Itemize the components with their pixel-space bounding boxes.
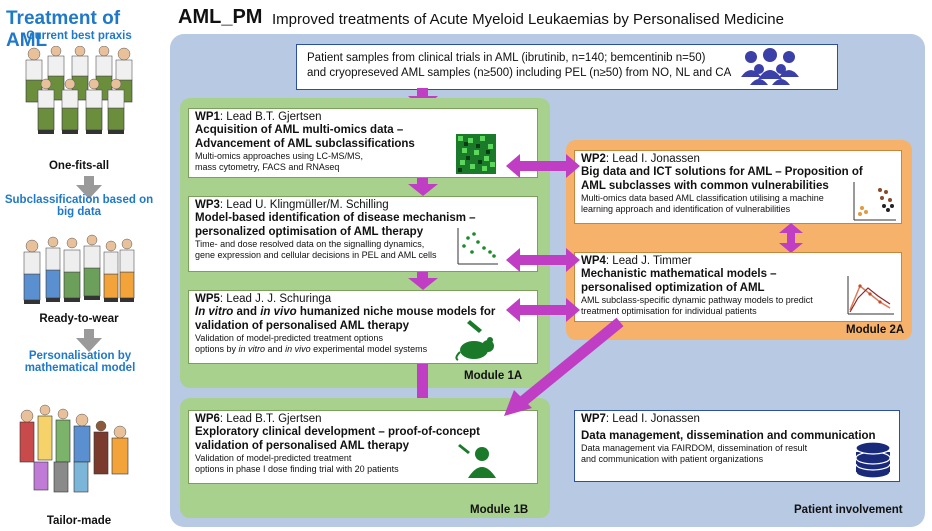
left-caption-ready-to-wear: Ready-to-wear: [39, 313, 119, 325]
left-title: Treatment of AML: [6, 8, 121, 51]
wp6-body-2: options in phase I dose finding trial wi…: [195, 464, 399, 474]
wp5-body-2-post: experimental model systems: [310, 344, 428, 354]
down-arrow-grey-1: [76, 176, 102, 199]
wp3-lead: : Lead U. Klingmüller/M. Schilling: [219, 199, 389, 211]
patient-involvement-label: Patient involvement: [794, 504, 903, 516]
wp5-body-2-mid: and: [265, 344, 286, 354]
samples-line-1: Patient samples from clinical trials in …: [307, 52, 706, 64]
wp1-heading-2: Advancement of AML subclassifications: [195, 138, 415, 150]
database-icon: [855, 441, 891, 479]
wp2-box: WP2: Lead I. Jonassen Big data and ICT s…: [574, 150, 902, 224]
wp2-heading-2: AML subclasses with common vulnerabiliti…: [581, 180, 829, 192]
arrow-wp1-to-wp3-head: [408, 184, 438, 196]
wp3-body-2: gene expression and cellular decisions i…: [195, 250, 437, 260]
wp2-id: WP2: [581, 153, 606, 165]
wp3-body-1: Time- and dose resolved data on the sign…: [195, 239, 425, 249]
wp3-heading-2: personalized optimisation of AML therapy: [195, 226, 424, 238]
module-1a-label: Module 1A: [464, 370, 523, 382]
wp5-heading-2: validation of personalised AML therapy: [195, 320, 410, 332]
samples-box: Patient samples from clinical trials in …: [296, 44, 838, 90]
wp1-body-2: mass cytometry, FACS and RNAseq: [195, 162, 340, 172]
wp1-heading-1: Acquisition of AML multi-omics data –: [195, 124, 404, 136]
wp7-id: WP7: [581, 413, 606, 425]
wp6-id: WP6: [195, 413, 220, 425]
arrow-wp3-wp4-double: [506, 248, 580, 272]
left-caption-one-fits-all: One-fits-all: [48, 160, 110, 172]
line-plot-icon: [847, 276, 894, 315]
page-title-full: Improved treatments of Acute Myeloid Leu…: [272, 11, 784, 28]
mouse-icon: [455, 320, 494, 361]
wp4-heading-2: personalised optimization of AML: [581, 282, 765, 294]
wp7-box: WP7: Lead I. Jonassen Data management, d…: [574, 410, 900, 482]
wp4-body-1: AML subclass-specific dynamic pathway mo…: [581, 295, 813, 305]
samples-line-2: and cryopreseved AML samples (n≥500) inc…: [307, 67, 732, 79]
wp2-body-1: Multi-omics data based AML classificatio…: [581, 193, 824, 203]
arrow-wp5-to-wp6-stem: [417, 364, 428, 402]
wp5-body-2-pre: options by: [195, 344, 239, 354]
wp2-lead: : Lead I. Jonassen: [605, 153, 700, 165]
wp4-id: WP4: [581, 255, 606, 267]
arrow-wp4-to-wp6-diagonal: [504, 318, 624, 416]
wp5-body-2-invitro: in vitro: [238, 344, 266, 354]
arrow-wp5-wp4-double: [506, 298, 580, 322]
heatmap-icon: [456, 134, 496, 174]
arrow-wp1-to-wp3-stem: [417, 178, 428, 186]
wp6-body-1: Validation of model-predicted treatment: [195, 453, 352, 463]
wp7-lead: : Lead I. Jonassen: [605, 413, 700, 425]
arrow-wp3-to-wp5-head: [408, 278, 438, 290]
wp7-heading-1: Data management, dissemination and commu…: [581, 430, 876, 442]
patient-syringe-icon: [458, 444, 496, 478]
wp2-body-2: learning approach and identification of …: [581, 204, 791, 214]
wp1-body-1: Multi-omics approaches using LC-MS/MS,: [195, 151, 364, 161]
arrow-wp2-wp4-double: [779, 223, 803, 253]
wp7-body-1: Data management via FAIRDOM, disseminati…: [581, 443, 808, 453]
wp6-heading-1: Exploratory clinical development – proof…: [195, 426, 480, 438]
people-group-one-size-icon: [25, 46, 133, 134]
left-subtitle-personalisation: Personalisation by mathematical model: [24, 350, 136, 374]
arrow-wp1-wp2-double: [506, 154, 580, 178]
module-2a-label: Module 2A: [846, 324, 905, 336]
wp5-lead: : Lead J. J. Schuringa: [219, 293, 332, 305]
wp5-heading-rest: humanized niche mouse models for: [296, 306, 496, 318]
down-arrow-grey-2: [76, 329, 102, 352]
module-1b-label: Module 1B: [470, 504, 529, 516]
wp3-heading-1: Model-based identification of disease me…: [195, 212, 476, 224]
wp5-body-2-invivo: in vivo: [285, 344, 311, 354]
wp4-body-2: treatment optimisation for individual pa…: [581, 306, 757, 316]
wp4-heading-1: Mechanistic mathematical models –: [581, 268, 777, 280]
people-group-icon: [741, 48, 799, 85]
wp4-lead: : Lead J. Timmer: [605, 255, 692, 267]
wp4-box: WP4: Lead J. Timmer Mechanistic mathemat…: [574, 252, 902, 322]
wp5-heading-invitro: In vitro: [195, 306, 234, 318]
wp5-box: WP5: Lead J. J. Schuringa In vitro and i…: [188, 290, 538, 364]
wp6-heading-2: validation of personalised AML therapy: [195, 440, 410, 452]
wp5-id: WP5: [195, 293, 220, 305]
page-title-acronym: AML_PM: [178, 6, 263, 28]
wp5-heading-invivo: in vivo: [260, 306, 297, 318]
wp3-id: WP3: [195, 199, 220, 211]
scatter-plot-icon: [457, 228, 498, 265]
wp1-lead: : Lead B.T. Gjertsen: [219, 111, 322, 123]
arrow-wp3-to-wp5-stem: [417, 272, 428, 280]
wp5-heading-and: and: [233, 306, 261, 318]
cluster-plot-icon: [853, 182, 896, 221]
left-subtitle-current-praxis: Current best praxis: [26, 30, 132, 42]
wp5-body-1: Validation of model-predicted treatment …: [195, 333, 383, 343]
people-group-tailor-made-icon: [19, 404, 129, 493]
wp3-box: WP3: Lead U. Klingmüller/M. Schilling Mo…: [188, 196, 538, 272]
left-subtitle-subclassification: Subclassification based on big data: [4, 194, 154, 218]
wp7-body-2: and communication with patient organizat…: [581, 454, 764, 464]
wp1-id: WP1: [195, 111, 220, 123]
wp2-heading-1: Big data and ICT solutions for AML – Pro…: [581, 166, 863, 178]
arrow-samples-to-wp1-stem: [417, 88, 428, 100]
left-caption-tailor-made: Tailor-made: [46, 515, 112, 527]
people-group-ready-to-wear-icon: [23, 234, 135, 304]
wp6-lead: : Lead B.T. Gjertsen: [219, 413, 322, 425]
